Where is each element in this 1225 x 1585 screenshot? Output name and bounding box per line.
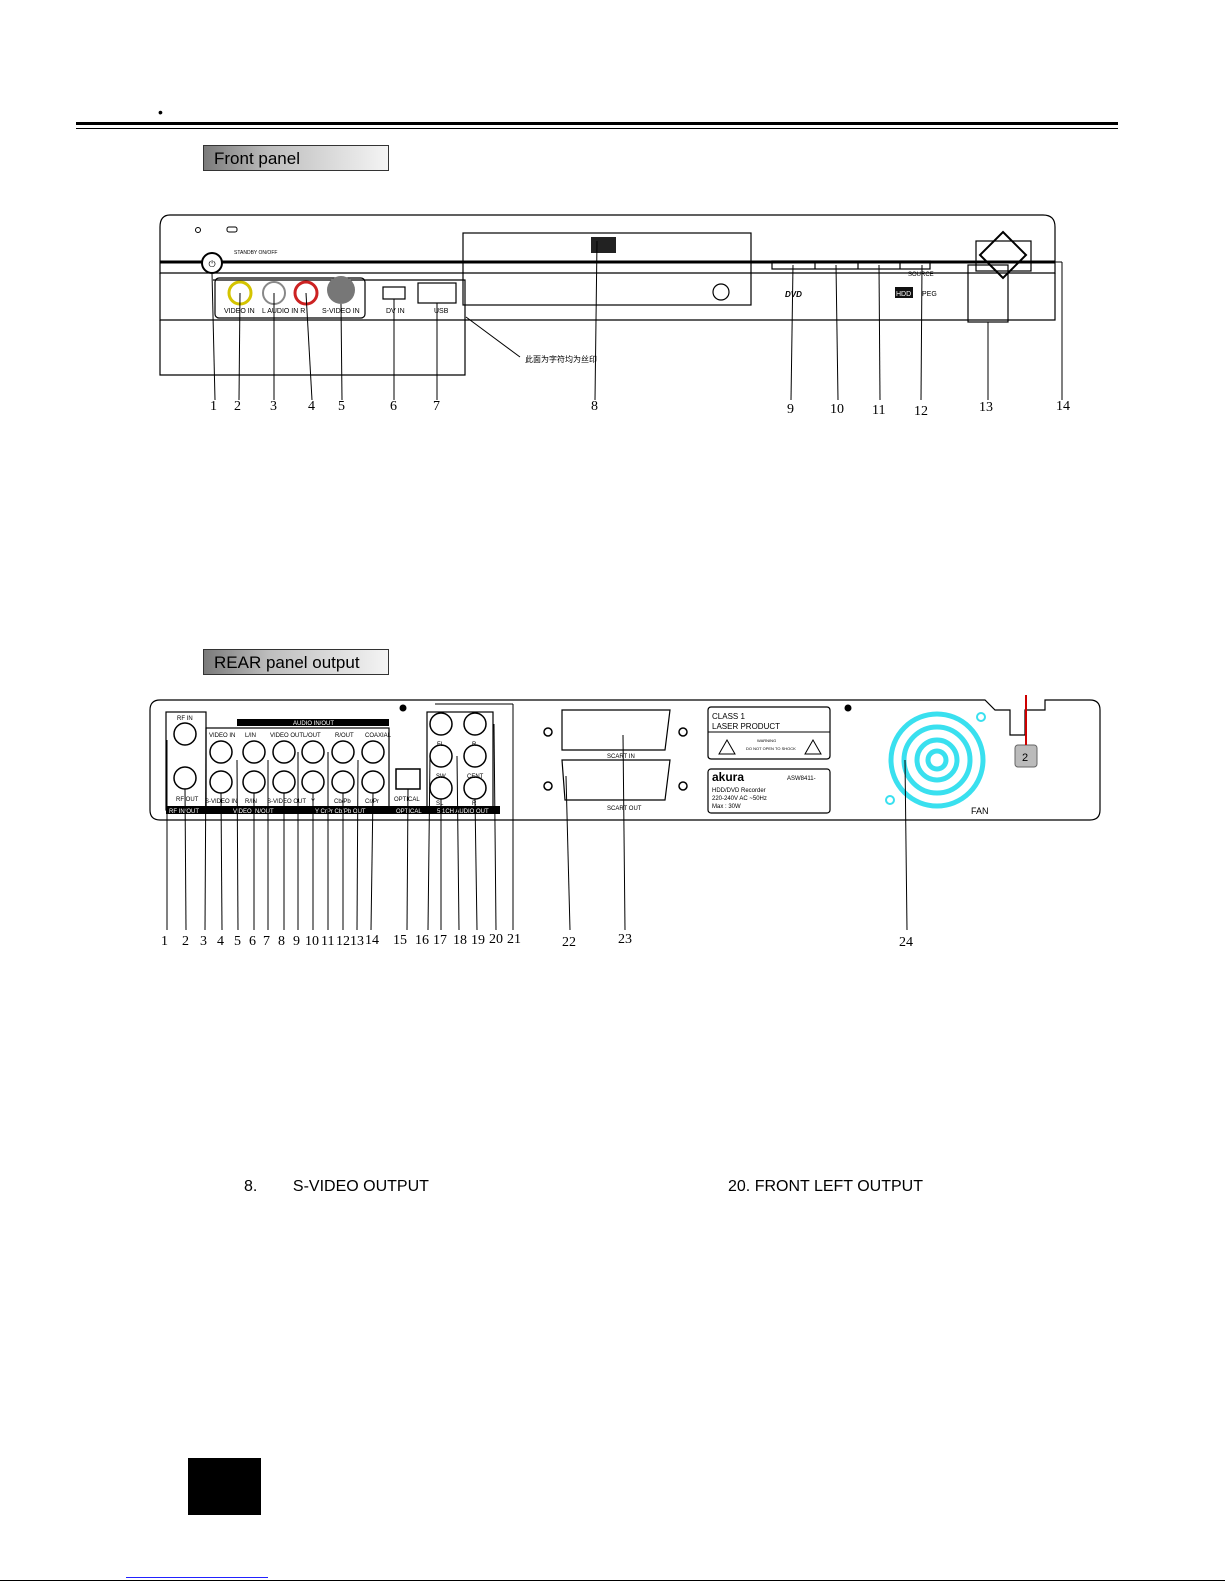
rear-num-13: 13 — [350, 934, 364, 949]
rear-num-12: 12 — [336, 934, 350, 949]
usb-text: USB — [434, 308, 449, 315]
coaxial-text: COAXIAL — [365, 733, 392, 739]
model-text: ASW8411- — [787, 776, 816, 782]
rear-num-24: 24 — [899, 935, 913, 950]
front-num-1: 1 — [210, 399, 217, 414]
rear-num-3: 3 — [200, 934, 207, 949]
l-out-text: L/OUT — [303, 733, 321, 739]
rear-num-19: 19 — [471, 933, 485, 948]
rf-in-text: RF IN — [177, 716, 193, 722]
akura-logo: akura — [712, 770, 744, 784]
rear-num-23: 23 — [618, 932, 632, 947]
video-out-text: VIDEO OUT — [270, 733, 303, 739]
sr-text: R — [472, 801, 477, 807]
rear-num-22: 22 — [562, 935, 576, 950]
hdd-dvd-text: HDD/DVD Recorder — [712, 788, 766, 794]
front-num-9: 9 — [787, 402, 794, 417]
r-out-text: R/OUT — [335, 733, 354, 739]
svideo-out-text: S-VIDEO OUT — [267, 799, 306, 805]
front-num-6: 6 — [390, 399, 397, 414]
max-power-text: Max : 30W — [712, 804, 741, 810]
rear-num-14: 14 — [365, 933, 379, 948]
fan-text: FAN — [971, 806, 989, 816]
dv-in-text: DV IN — [386, 308, 405, 315]
rear-num-16: 16 — [415, 933, 429, 948]
rear-panel-label: REAR panel output — [203, 649, 389, 675]
footer-rule — [0, 1580, 1225, 1581]
rear-num-9: 9 — [293, 934, 300, 949]
header-rule — [76, 122, 1118, 125]
rear-panel-diagram: FAN 2 RF IN RF OUT RF IN/OUT AUDIO IN/OU… — [149, 695, 1101, 930]
front-num-14: 14 — [1056, 399, 1070, 414]
jpeg-logo: PEG — [922, 291, 937, 298]
front-num-11: 11 — [872, 403, 886, 418]
silkscreen-note: 此面为字符均为丝印 — [525, 354, 597, 364]
rear-num-17: 17 — [433, 933, 447, 948]
sw-text: SW — [436, 774, 446, 780]
footer-link-underline — [126, 1577, 268, 1578]
fr-text: R — [472, 742, 477, 748]
ycbcr-group-text: Y CrPr Cb/Pb OUT — [315, 809, 366, 815]
front-num-5: 5 — [338, 399, 345, 414]
rear-num-5: 5 — [234, 934, 241, 949]
rear-num-15: 15 — [393, 933, 407, 948]
rear-num-21: 21 — [507, 932, 521, 947]
rear-num-1: 1 — [161, 934, 168, 949]
rear-num-10: 10 — [305, 934, 319, 949]
scart-out-text: SCART OUT — [607, 806, 642, 812]
rear-num-7: 7 — [263, 934, 270, 949]
rear-num-11: 11 — [321, 934, 335, 949]
fl-text: FL — [437, 742, 445, 748]
audio-group-text: AUDIO IN/OUT — [293, 721, 334, 727]
front-num-13: 13 — [979, 400, 993, 415]
shock-text: DO NOT OPEN TO SHOCK — [746, 746, 796, 751]
power-icon: ⏻ — [208, 259, 215, 269]
rear-video-in-text: VIDEO IN — [209, 733, 235, 739]
laser-text: LASER PRODUCT — [712, 722, 780, 731]
front-num-12: 12 — [914, 404, 928, 419]
standby-text: STANDBY ON/OFF — [234, 250, 277, 256]
front-num-3: 3 — [270, 399, 277, 414]
r-in-text: R/IN — [245, 799, 257, 805]
rear-num-2: 2 — [182, 934, 189, 949]
optical-group-text: OPTICAL — [396, 809, 422, 815]
scart-in-text: SCART IN — [607, 754, 635, 760]
rear-num-4: 4 — [217, 934, 224, 949]
front-num-7: 7 — [433, 399, 440, 414]
warning-text: WARNING — [757, 738, 776, 743]
ch51-text: 5.1CH AUDIO OUT — [437, 809, 489, 815]
caption-front-left-output: 20. FRONT LEFT OUTPUT — [728, 1178, 923, 1195]
dvd-logo: DVD — [785, 290, 802, 299]
power-connector-text: 2 — [1022, 752, 1028, 764]
class1-text: CLASS 1 — [712, 712, 745, 721]
front-audio-in-text: L AUDIO IN R — [262, 308, 305, 315]
sl-text: SL — [436, 801, 444, 807]
front-panel-label: Front panel — [203, 145, 389, 171]
cent-text: CENT — [467, 774, 484, 780]
hdd-logo: HDD — [896, 291, 911, 298]
bullet-mark: • — [158, 104, 163, 120]
caption-svideo-output: 8. S-VIDEO OUTPUT — [244, 1178, 429, 1195]
source-text: SOURCE — [908, 272, 934, 278]
front-num-8: 8 — [591, 399, 598, 414]
optical-text: OPTICAL — [394, 797, 420, 803]
l-in-text: L/IN — [245, 733, 256, 739]
page-number-box — [188, 1458, 261, 1515]
front-num-4: 4 — [308, 399, 315, 414]
front-num-2: 2 — [234, 399, 241, 414]
front-panel-diagram: ⏻ STANDBY ON/OFF VIDEO IN L AUDIO IN R S… — [159, 214, 1063, 401]
cr-text: Cr/Pr — [365, 799, 379, 805]
rear-num-20: 20 — [489, 932, 503, 947]
rear-num-6: 6 — [249, 934, 256, 949]
front-num-10: 10 — [830, 402, 844, 417]
rear-num-18: 18 — [453, 933, 467, 948]
rf-group-text: RF IN/OUT — [169, 809, 199, 815]
rf-out-text: RF OUT — [176, 797, 199, 803]
rear-num-8: 8 — [278, 934, 285, 949]
voltage-text: 220-240V AC ~50Hz — [712, 796, 767, 802]
header-rule-thin — [76, 128, 1118, 129]
